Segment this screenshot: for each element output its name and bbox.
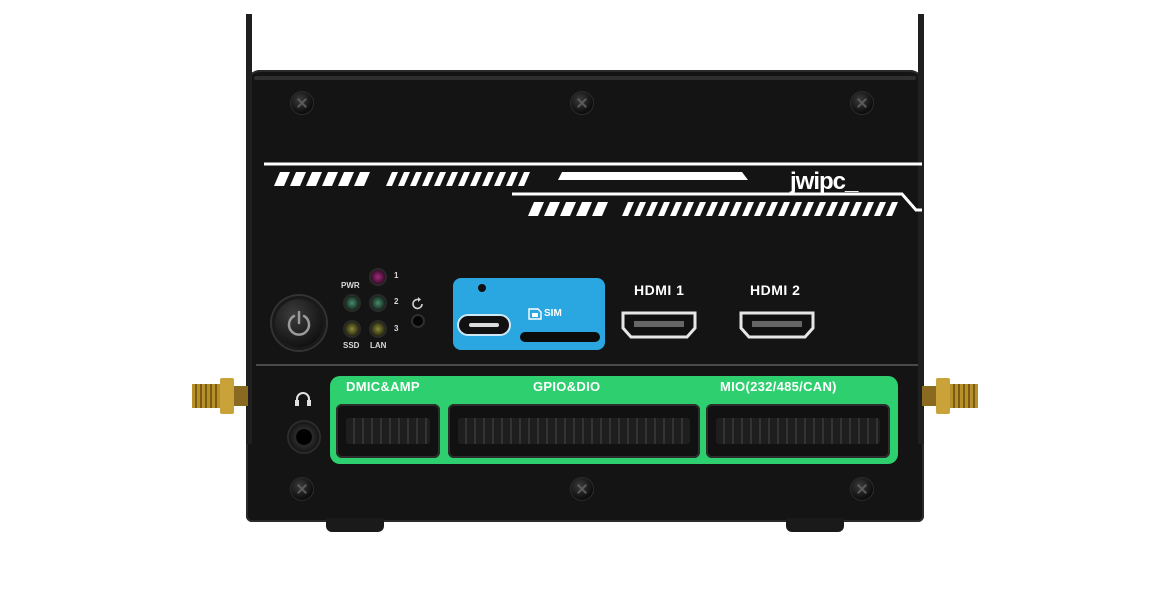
sim-card-icon [528, 308, 542, 320]
headset-icon [295, 392, 311, 406]
screw-bottom-left-icon [291, 478, 313, 500]
screw-bottom-center-icon [571, 478, 593, 500]
hdmi1-label: HDMI 1 [634, 282, 685, 298]
ssd-label: SSD [343, 341, 360, 350]
ssd-led-indicator [345, 322, 359, 336]
led-num-3: 3 [394, 324, 399, 333]
right-foot [786, 518, 844, 532]
sim-label: SIM [544, 308, 562, 319]
mio-connector[interactable] [706, 404, 890, 458]
left-foot [326, 518, 384, 532]
gpio-dio-connector[interactable] [448, 404, 700, 458]
reset-button[interactable] [413, 316, 423, 326]
pwr-led-indicator [345, 296, 359, 310]
right-side-rail [918, 14, 924, 444]
hdmi1-port[interactable] [620, 310, 698, 340]
panel-divider [256, 364, 918, 366]
usb-c-port[interactable] [459, 316, 509, 334]
mio-label: MIO(232/485/CAN) [720, 379, 837, 394]
lan-led-indicator [371, 322, 385, 336]
right-antenna-connector [922, 378, 978, 414]
power-button[interactable] [272, 296, 326, 350]
sim-card-slot[interactable] [520, 332, 600, 342]
screw-top-left-icon [291, 92, 313, 114]
left-side-rail [246, 14, 252, 444]
hdmi2-port[interactable] [738, 310, 816, 340]
power-icon [287, 310, 311, 336]
screw-bottom-right-icon [851, 478, 873, 500]
pwr-label: PWR [341, 281, 360, 290]
reset-icon [412, 297, 423, 310]
screw-top-center-icon [571, 92, 593, 114]
connector-pins [346, 418, 430, 444]
connector-pins [458, 418, 690, 444]
screw-top-right-icon [851, 92, 873, 114]
audio-jack[interactable] [289, 422, 319, 452]
led-num-2: 2 [394, 297, 399, 306]
lan-label: LAN [370, 341, 387, 350]
left-antenna-connector [192, 378, 248, 414]
led-1-indicator [371, 270, 385, 284]
hdmi2-label: HDMI 2 [750, 282, 801, 298]
led-num-1: 1 [394, 271, 399, 280]
dmic-amp-label: DMIC&AMP [346, 379, 420, 394]
dmic-amp-connector[interactable] [336, 404, 440, 458]
led-2-indicator [371, 296, 385, 310]
gpio-dio-label: GPIO&DIO [533, 379, 601, 394]
connector-pins [716, 418, 880, 444]
brand-logo: jwipc_ [790, 168, 858, 195]
decorative-stripes [264, 162, 922, 216]
usb-c-indicator-dot [478, 284, 486, 292]
